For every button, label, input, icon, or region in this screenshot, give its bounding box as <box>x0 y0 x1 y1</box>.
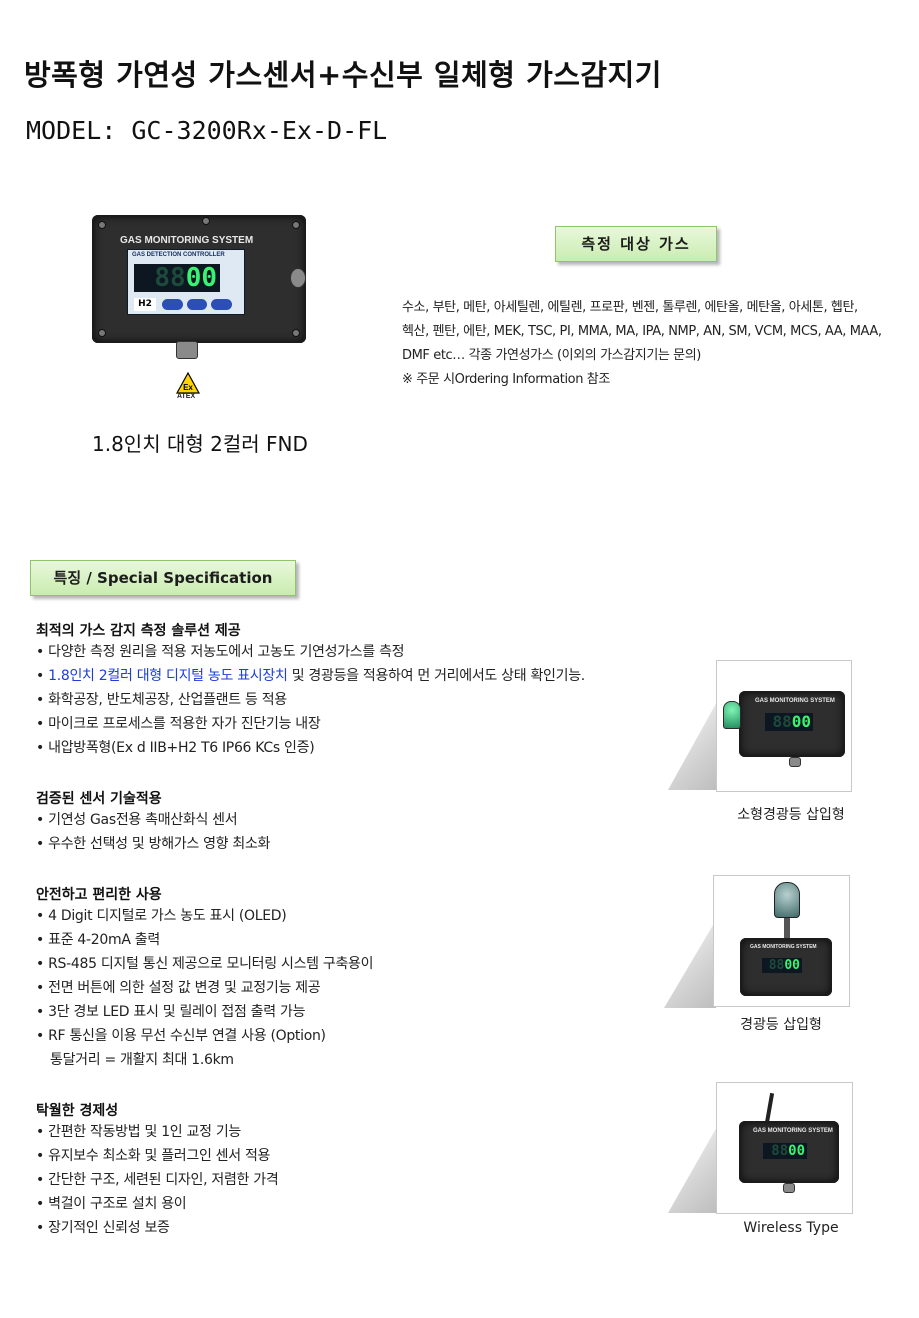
list-item: 전면 버튼에 의한 설정 값 변경 및 교정기능 제공 <box>36 976 373 1000</box>
list-item: 유지보수 최소화 및 플러그인 센서 적용 <box>36 1144 278 1168</box>
gas-type-label: H2 <box>134 298 156 311</box>
gas-list-line: 수소, 부탄, 메탄, 아세틸렌, 에틸렌, 프로판, 벤젠, 톨루렌, 에탄올… <box>402 300 858 315</box>
list-item: 간편한 작동방법 및 1인 교정 기능 <box>36 1120 278 1144</box>
list-item: 우수한 선택성 및 방해가스 영향 최소화 <box>36 832 270 856</box>
model-number: MODEL: GC-3200Rx-Ex-D-FL <box>26 116 388 145</box>
list-item: 간단한 구조, 세련된 디자인, 저렴한 가격 <box>36 1168 279 1192</box>
list-item: 표준 4-20mA 출력 <box>36 928 373 952</box>
section-title: 최적의 가스 감지 측정 솔루션 제공 <box>36 623 241 639</box>
variant-image-beacon: GAS MONITORING SYSTEM 8800 <box>713 875 850 1007</box>
variant-caption: 소형경광등 삽입형 <box>737 807 845 823</box>
section-title: 검증된 센서 기술적용 <box>36 791 162 807</box>
variant-device: GAS MONITORING SYSTEM 8800 <box>740 938 832 996</box>
variant-image-wireless: GAS MONITORING SYSTEM 8800 <box>716 1082 853 1214</box>
list-item-continuation: 통달거리 = 개활지 최대 1.6km <box>50 1052 234 1068</box>
features-heading: 특징 / Special Specification <box>30 560 296 596</box>
ordering-note: ※ 주문 시Ordering Information 참조 <box>402 372 610 387</box>
control-buttons <box>162 299 233 310</box>
variant-caption: Wireless Type <box>743 1220 839 1236</box>
controller-label: GAS DETECTION CONTROLLER <box>132 252 225 258</box>
variant-caption: 경광등 삽입형 <box>740 1017 822 1033</box>
list-item: 마이크로 프로세스를 적용한 자가 진단기능 내장 <box>36 712 585 736</box>
list-item: 장기적인 신뢰성 보증 <box>36 1216 278 1240</box>
image-shadow <box>664 920 716 1008</box>
list-item: RS-485 디지털 통신 제공으로 모니터링 시스템 구축용이 <box>36 952 373 976</box>
list-item: 1.8인치 2컬러 대형 디지털 농도 표시장치 및 경광등을 적용하여 먼 거… <box>36 664 585 688</box>
variant-image-small-beacon: GAS MONITORING SYSTEM 8800 <box>716 660 852 792</box>
list-item: 내압방폭형(Ex d IIB+H2 T6 IP66 KCs 인증) <box>36 736 585 760</box>
product-caption: 1.8인치 대형 2컬러 FND <box>92 432 308 456</box>
target-gas-list: 수소, 부탄, 메탄, 아세틸렌, 에틸렌, 프로판, 벤젠, 톨루렌, 에탄올… <box>402 296 902 392</box>
highlight-text: 1.8인치 2컬러 대형 디지털 농도 표시장치 <box>48 668 288 684</box>
feature-list: 기연성 Gas전용 촉매산화식 센서 우수한 선택성 및 방해가스 영향 최소화 <box>36 808 270 856</box>
section-title: 안전하고 편리한 사용 <box>36 887 162 903</box>
concentration-display: 8800 <box>134 264 220 292</box>
list-item: 기연성 Gas전용 촉매산화식 센서 <box>36 808 270 832</box>
variant-device: GAS MONITORING SYSTEM 8800 <box>739 691 845 757</box>
list-item: 4 Digit 디지털로 가스 농도 표시 (OLED) <box>36 904 373 928</box>
product-image: GAS MONITORING SYSTEM GAS DETECTION CONT… <box>92 215 306 343</box>
list-item-tail: 및 경광등을 적용하여 먼 거리에서도 상태 확인기능. <box>287 668 586 684</box>
feature-list: 다양한 측정 원리을 적용 저농도에서 고농도 기연성가스를 측정 1.8인치 … <box>36 640 585 760</box>
list-item: RF 통신을 이용 무선 수신부 연결 사용 (Option) <box>36 1024 373 1048</box>
atex-label: ATEX <box>177 393 196 400</box>
list-item: 화학공장, 반도체공장, 산업플랜트 등 적용 <box>36 688 585 712</box>
cable-gland <box>176 341 198 359</box>
image-shadow <box>668 1125 718 1213</box>
section-title: 탁월한 경제성 <box>36 1103 119 1119</box>
beacon-icon <box>723 701 741 729</box>
beacon-icon <box>774 882 800 918</box>
image-shadow <box>668 700 718 790</box>
page-title: 방폭형 가연성 가스센서+수신부 일체형 가스감지기 <box>24 58 662 92</box>
product-plate-label: GAS MONITORING SYSTEM <box>120 235 254 246</box>
display-dim-digits: 88 <box>154 264 186 292</box>
ex-mark-text: Ex <box>183 383 193 392</box>
gas-list-line: 헥산, 펜탄, 에탄, MEK, TSC, PI, MMA, MA, IPA, … <box>402 324 882 339</box>
side-connector <box>290 268 306 288</box>
display-digits: 00 <box>185 264 217 292</box>
list-item: 다양한 측정 원리을 적용 저농도에서 고농도 기연성가스를 측정 <box>36 640 585 664</box>
variant-device: GAS MONITORING SYSTEM 8800 <box>739 1121 839 1183</box>
product-lcd-panel: GAS DETECTION CONTROLLER 8800 H2 <box>127 249 245 315</box>
feature-list: 4 Digit 디지털로 가스 농도 표시 (OLED) 표준 4-20mA 출… <box>36 904 373 1072</box>
gas-list-line: DMF etc… 각종 가연성가스 (이외의 가스감지기는 문의) <box>402 348 701 363</box>
target-gas-heading: 측정 대상 가스 <box>555 226 717 262</box>
list-item: 3단 경보 LED 표시 및 릴레이 접점 출력 가능 <box>36 1000 373 1024</box>
feature-list: 간편한 작동방법 및 1인 교정 기능 유지보수 최소화 및 플러그인 센서 적… <box>36 1120 279 1240</box>
list-item: 벽걸이 구조로 설치 용이 <box>36 1192 278 1216</box>
ex-mark-icon: Ex <box>176 372 200 394</box>
